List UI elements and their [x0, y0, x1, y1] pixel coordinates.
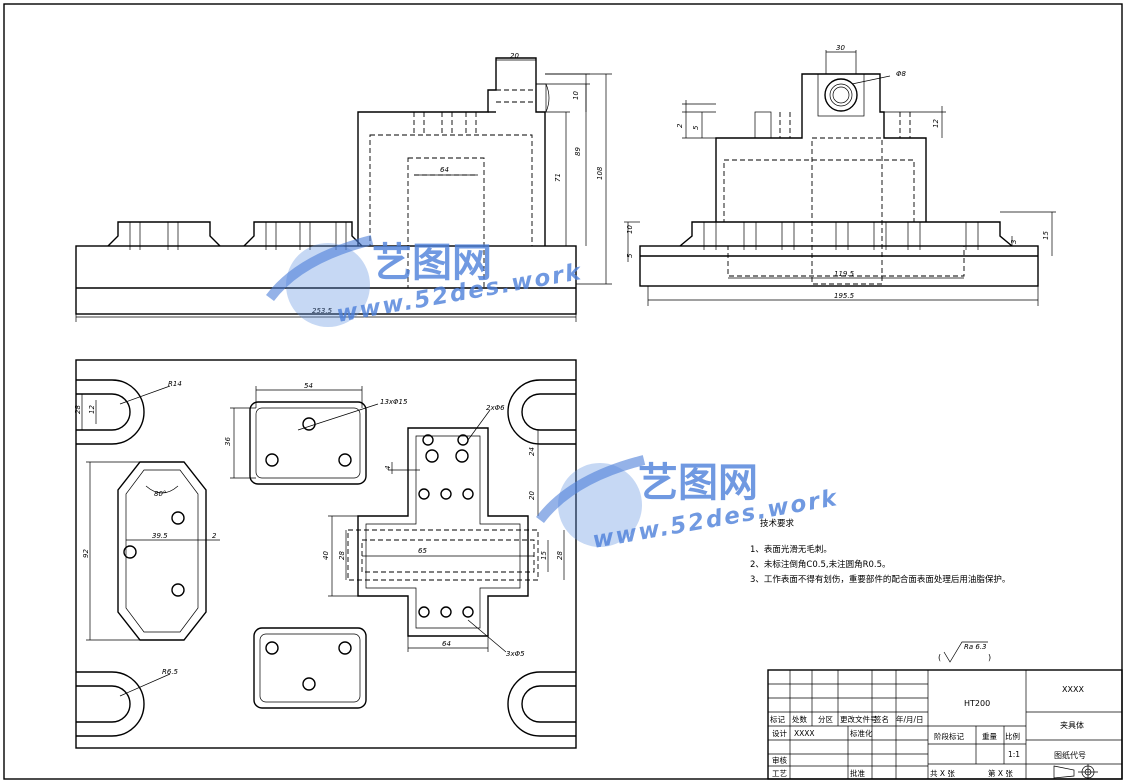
notes-item-2: 2、未标注倒角C0.5,未注圆角R0.5。 — [750, 559, 891, 570]
plan-dim-slot-radius: R14 — [168, 380, 182, 388]
svg-text:): ) — [988, 653, 991, 662]
side-dim-g: 15 — [1042, 231, 1050, 240]
plan-dim-pocket-height: 92 — [82, 549, 90, 558]
plan-dim-pocket-width: 39.5 — [152, 532, 168, 540]
projection-symbol-icon — [1053, 764, 1098, 779]
plan-dim-c7: 15 — [540, 551, 548, 560]
notes-item-1: 1、表面光滑无毛刺。 — [750, 544, 832, 555]
notes-title: 技术要求 — [760, 518, 795, 529]
side-dim-d: 10 — [626, 225, 634, 234]
plan-dim-c8: 28 — [556, 551, 564, 560]
front-dim-h3: 108 — [596, 166, 604, 180]
tb-approve: 批准 — [850, 768, 865, 778]
tb-company: XXXX — [1062, 685, 1084, 694]
plan-dim-holes-top: 2xΦ6 — [486, 404, 505, 412]
svg-text:(: ( — [938, 653, 941, 662]
side-dim-f: 3 — [1010, 240, 1018, 244]
side-base-plate — [639, 245, 1039, 287]
plan-dim-slot-width: 28 — [74, 405, 82, 414]
side-dim-c: 12 — [932, 119, 940, 128]
tb-total-sheets: 共 X 张 — [930, 769, 955, 778]
watermark-top: 艺图网 www.52des.work — [266, 235, 584, 328]
tb-sheet-no: 第 X 张 — [988, 768, 1013, 778]
front-base-plate — [75, 245, 577, 315]
side-dim-top-width: 30 — [836, 44, 845, 52]
plan-dim-pad-width: 54 — [304, 382, 313, 390]
front-dim-inner-width: 64 — [440, 166, 449, 174]
plan-dim-c3: 4 — [384, 466, 392, 470]
tb-standardize: 标准化 — [850, 728, 873, 738]
tb-part-name: 夹具体 — [1060, 720, 1084, 730]
side-view: 30 Φ8 2 5 12 10 5 3 15 119.5 195.5 — [624, 44, 1056, 306]
plan-dim-c1: 24 — [528, 447, 536, 456]
tb-count: 处数 — [792, 714, 807, 724]
tb-drawing-no: 图纸代号 — [1054, 750, 1086, 760]
tb-scale-label: 比例 — [1005, 731, 1020, 741]
plan-dim-c6: 65 — [418, 547, 427, 555]
plan-pad-bottom — [253, 627, 367, 709]
plan-dim-c4: 40 — [322, 551, 330, 560]
tb-design: 设计 — [772, 728, 787, 738]
side-dim-b: 5 — [692, 125, 700, 130]
plan-dim-slot-inner: 12 — [88, 405, 96, 414]
side-dim-total-length: 195.5 — [834, 292, 855, 300]
side-dim-inner-length: 119.5 — [834, 270, 855, 278]
side-dim-bore: Φ8 — [896, 70, 907, 78]
plan-dim-angle: 80° — [154, 490, 166, 498]
tb-signature: 签名 — [874, 714, 889, 724]
plan-dim-c9: 64 — [442, 640, 451, 648]
plan-base-plate — [75, 359, 577, 749]
tb-designer: XXXX — [794, 729, 815, 738]
plan-dim-holes-bottom: 3xΦ5 — [506, 650, 525, 658]
tb-process: 工艺 — [772, 769, 787, 778]
tb-zone: 分区 — [818, 715, 833, 724]
side-bore — [824, 78, 858, 112]
watermark-brand: 艺图网 — [372, 240, 492, 286]
front-dim-top-width: 20 — [510, 52, 519, 60]
tb-date: 年/月/日 — [896, 714, 924, 724]
tb-mark: 标记 — [770, 714, 785, 724]
tb-change-doc: 更改文件号 — [840, 714, 878, 724]
sheet-border — [3, 3, 1123, 780]
tb-stage-mark: 阶段标记 — [934, 731, 964, 741]
technical-notes: 技术要求 1、表面光滑无毛刺。 2、未标注倒角C0.5,未注圆角R0.5。 3、… — [750, 518, 1010, 585]
front-dim-total-length: 253.5 — [312, 307, 333, 315]
side-dim-e: 5 — [626, 253, 634, 258]
watermark-middle: 艺图网 www.52des.work — [536, 455, 840, 554]
roughness-symbol: ( Ra 6.3 ) — [938, 641, 991, 663]
notes-item-3: 3、工作表面不得有划伤，重要部件的配合面表面处理后用油脂保护。 — [750, 574, 1010, 585]
front-dim-small-height: 10 — [572, 91, 580, 100]
plan-dim-pad-height: 36 — [224, 437, 232, 446]
plan-dim-c2: 20 — [528, 491, 536, 500]
roughness-label: Ra 6.3 — [964, 643, 987, 651]
watermark-brand-2: 艺图网 — [638, 460, 758, 506]
tb-review: 审核 — [772, 755, 787, 765]
plan-view: R14 28 12 R6.5 54 36 13xΦ15 80° — [74, 359, 577, 749]
front-dim-h2: 89 — [574, 147, 582, 156]
tb-scale-value: 1:1 — [1008, 750, 1020, 759]
side-dim-a: 2 — [676, 123, 684, 128]
plan-hex-pocket — [117, 461, 207, 641]
plan-dim-thread-holes: 13xΦ15 — [380, 398, 408, 406]
front-dim-h1: 71 — [554, 173, 562, 182]
plan-cross-block — [357, 427, 529, 637]
plan-dim-r-bottom: R6.5 — [162, 668, 179, 676]
plan-dim-c5: 28 — [338, 551, 346, 560]
plan-pad-top — [249, 401, 367, 485]
title-block: 标记 处数 分区 更改文件号 签名 年/月/日 设计 XXXX 标准化 审核 工… — [767, 669, 1123, 780]
tb-weight: 重量 — [982, 732, 997, 741]
tb-material: HT200 — [964, 699, 990, 708]
plan-dim-pocket-gap: 2 — [212, 532, 217, 540]
front-view: 20 10 64 71 89 108 253.5 — [75, 52, 612, 322]
